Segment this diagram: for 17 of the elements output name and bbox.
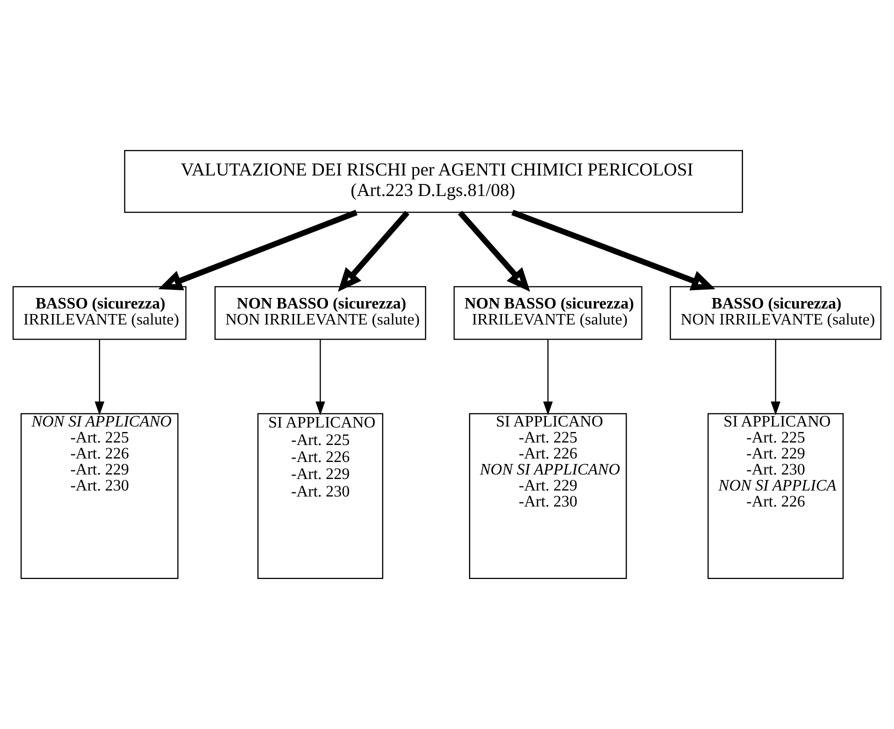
- node-box: NON SI APPLICANO -Art. 225 -Art. 226 -Art. 229 -Art. 230: [20, 413, 178, 579]
- node-box: BASSO (sicurezza) NON IRRILEVANTE (salute): [670, 286, 882, 340]
- node-box: SI APPLICANO -Art. 225 -Art. 226 NON SI APPLICANO -Art. 229 -Art. 230: [469, 413, 627, 579]
- node-box: SI APPLICANO -Art. 225 -Art. 229 -Art. 230 NON SI APPLICA -Art. 226: [708, 413, 844, 579]
- node-box: VALUTAZIONE DEI RISCHI per AGENTI CHIMICI PERICOLOSI (Art.223 D.Lgs.81/08): [124, 150, 743, 213]
- arrow: [770, 340, 780, 416]
- node-box: BASSO (sicurezza) IRRILEVANTE (salute): [12, 286, 186, 340]
- arrow: [543, 340, 553, 416]
- arrow: [94, 340, 104, 416]
- arrow: [511, 210, 716, 290]
- arrow: [458, 210, 530, 292]
- node-box: SI APPLICANO -Art. 225 -Art. 226 -Art. 229 -Art. 230: [257, 413, 384, 579]
- node-box: NON BASSO (sicurezza) IRRILEVANTE (salute): [454, 286, 642, 340]
- arrow: [316, 340, 326, 416]
- arrow: [158, 210, 358, 290]
- node-box: NON BASSO (sicurezza) NON IRRILEVANTE (salute): [214, 286, 426, 340]
- arrow: [338, 210, 410, 292]
